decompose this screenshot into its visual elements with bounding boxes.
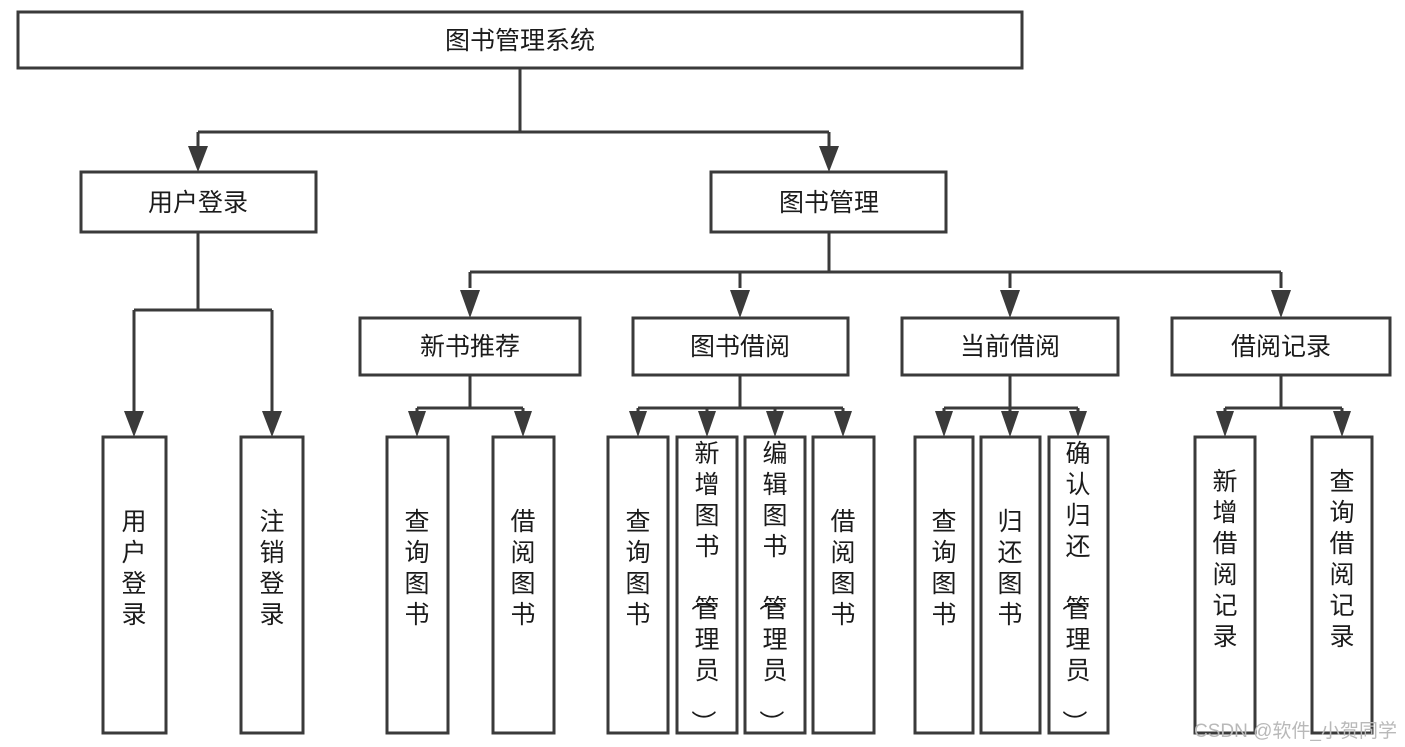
- leaf-book-borrow-1-box[interactable]: [606, 435, 670, 735]
- node-user-login[interactable]: 用户登录: [79, 170, 318, 234]
- arrow-head-leaf-book-borrow-3: [766, 411, 784, 437]
- leaf-node[interactable]: 新增图书（管理员）: [675, 435, 739, 735]
- leaf-node[interactable]: 查询借阅记录: [1310, 435, 1374, 735]
- leaf-node[interactable]: 归还图书: [979, 435, 1042, 735]
- leaf-current-borrow-3-box[interactable]: [1047, 435, 1110, 735]
- leaf-book-borrow-4-box[interactable]: [811, 435, 876, 735]
- leaf-node[interactable]: 查询图书: [385, 435, 450, 735]
- leaf-borrow-records-2-box[interactable]: [1310, 435, 1374, 735]
- node-user-login-box[interactable]: [79, 170, 318, 234]
- leaf-current-borrow-1-box[interactable]: [913, 435, 975, 735]
- node-book-manage[interactable]: 图书管理: [709, 170, 948, 234]
- node-borrow-records-box[interactable]: [1170, 316, 1392, 377]
- node-book-manage-label: 图书管理: [779, 189, 879, 217]
- node-user-login-label: 用户登录: [148, 189, 248, 217]
- leaf-book-borrow-1-label: 查询图书: [625, 508, 650, 629]
- leaf-user-login-1-label: 用户登录: [121, 508, 146, 629]
- node-current-borrow[interactable]: 当前借阅: [900, 316, 1120, 377]
- node-book-borrow-box[interactable]: [631, 316, 850, 377]
- leaf-node[interactable]: 编辑图书（管理员）: [743, 435, 807, 735]
- leaf-current-borrow-2-box[interactable]: [979, 435, 1042, 735]
- node-borrow-records-label: 借阅记录: [1231, 333, 1331, 361]
- arrow-head-borrow-records: [1271, 290, 1291, 318]
- leaf-node[interactable]: 借阅图书: [491, 435, 556, 735]
- node-book-manage-box[interactable]: [709, 170, 948, 234]
- arrow-head-leaf-borrow-records-2: [1333, 411, 1351, 437]
- arrow-head-leaf-user-login-1: [124, 411, 144, 437]
- node-new-book-recommend-label: 新书推荐: [420, 333, 520, 361]
- node-root-box[interactable]: [16, 10, 1024, 70]
- arrow-head-book-manage: [819, 146, 839, 172]
- node-borrow-records[interactable]: 借阅记录: [1170, 316, 1392, 377]
- arrow-head-leaf-current-borrow-1: [935, 411, 953, 437]
- leaf-node[interactable]: 新增借阅记录: [1193, 435, 1257, 735]
- node-new-book-recommend-box[interactable]: [358, 316, 582, 377]
- leaf-new-book-2-box[interactable]: [491, 435, 556, 735]
- arrow-head-current-borrow: [1000, 290, 1020, 318]
- leaf-node[interactable]: 注销登录: [239, 435, 305, 735]
- leaf-node[interactable]: 查询图书: [606, 435, 670, 735]
- leaf-book-borrow-2-label: 新增图书（管理员）: [688, 440, 719, 735]
- arrow-head-leaf-book-borrow-1: [629, 411, 647, 437]
- node-root[interactable]: 图书管理系统: [16, 10, 1024, 70]
- arrow-head-leaf-borrow-records-1: [1216, 411, 1234, 437]
- leaf-borrow-records-1-box[interactable]: [1193, 435, 1257, 735]
- leaf-current-borrow-1-label: 查询图书: [931, 508, 956, 629]
- node-book-borrow-label: 图书借阅: [690, 333, 790, 361]
- leaf-book-borrow-2-box[interactable]: [675, 435, 739, 735]
- arrow-head-leaf-book-borrow-4: [834, 411, 852, 437]
- arrow-head-leaf-current-borrow-3: [1069, 411, 1087, 437]
- leaf-user-login-2-box[interactable]: [239, 435, 305, 735]
- arrow-head-book-borrow: [730, 290, 750, 318]
- node-new-book-recommend[interactable]: 新书推荐: [358, 316, 582, 377]
- node-current-borrow-label: 当前借阅: [960, 333, 1060, 361]
- leaf-user-login-1-box[interactable]: [101, 435, 168, 735]
- leaf-node[interactable]: 借阅图书: [811, 435, 876, 735]
- node-root-label: 图书管理系统: [445, 27, 595, 55]
- arrow-head-leaf-new-book-2: [514, 411, 532, 437]
- arrow-head-new-book-recommend: [460, 290, 480, 318]
- leaf-book-borrow-3-label: 编辑图书（管理员）: [756, 440, 787, 735]
- leaf-borrow-records-2-label: 查询借阅记录: [1329, 468, 1354, 651]
- leaf-borrow-records-1-label: 新增借阅记录: [1212, 468, 1237, 651]
- leaf-current-borrow-2-label: 归还图书: [997, 508, 1022, 629]
- leaf-node[interactable]: 查询图书: [913, 435, 975, 735]
- leaf-book-borrow-3-box[interactable]: [743, 435, 807, 735]
- node-book-borrow[interactable]: 图书借阅: [631, 316, 850, 377]
- leaf-new-book-1-label: 查询图书: [404, 508, 429, 629]
- arrow-head-leaf-new-book-1: [408, 411, 426, 437]
- leaf-new-book-2-label: 借阅图书: [510, 508, 535, 629]
- leaf-current-borrow-3-label: 确认归还（管理员）: [1059, 440, 1090, 735]
- leaf-new-book-1-box[interactable]: [385, 435, 450, 735]
- arrow-head-leaf-book-borrow-2: [698, 411, 716, 437]
- leaf-node[interactable]: 用户登录: [101, 435, 168, 735]
- arrow-head-user-login: [188, 146, 208, 172]
- leaf-book-borrow-4-label: 借阅图书: [830, 508, 855, 629]
- arrow-head-leaf-current-borrow-2: [1001, 411, 1019, 437]
- arrow-head-leaf-user-login-2: [262, 411, 282, 437]
- leaf-user-login-2-label: 注销登录: [259, 508, 284, 629]
- connector-layer: [124, 68, 1351, 437]
- leaf-node[interactable]: 确认归还（管理员）: [1047, 435, 1110, 735]
- node-current-borrow-box[interactable]: [900, 316, 1120, 377]
